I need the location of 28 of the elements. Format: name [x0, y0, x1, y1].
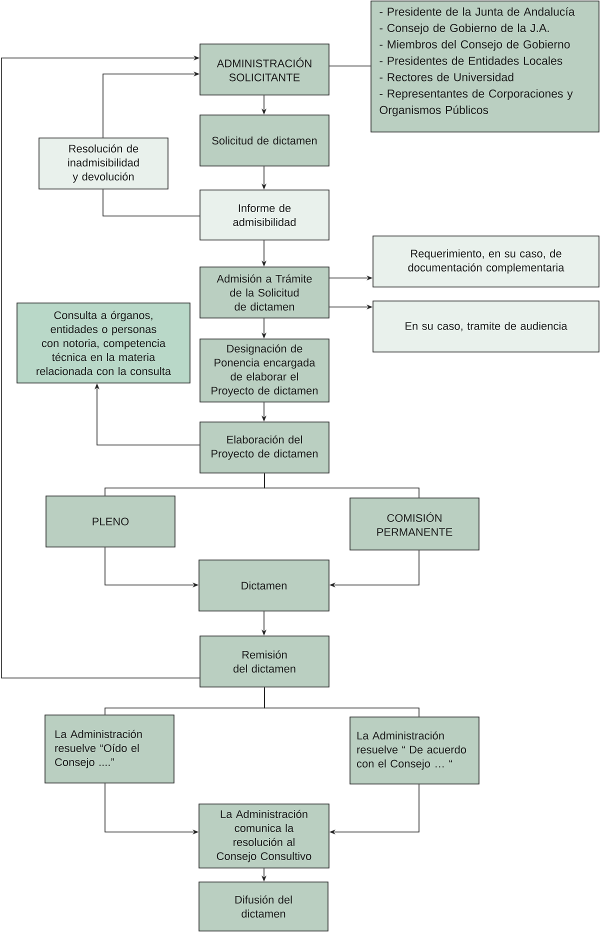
process-box: Requerimiento, en su caso, de documentación complementaria	[372, 236, 600, 288]
process-box: La Administración resuelve “ De acuerdo con el Consejo … “	[350, 716, 480, 784]
list-item: - Consejo de Gobierno de la J.A.	[380, 24, 549, 34]
process-box: Admisión a Trámite de la Solicitud de dictamen	[200, 266, 330, 318]
arrow	[1, 55, 200, 678]
list-item: - Presidente de la Junta de Andalucía	[380, 7, 575, 16]
process-box: Remisión del dictamen	[200, 636, 330, 688]
process-box: En su caso, tramite de audiencia	[372, 300, 600, 352]
list-item: - Rectores de Universidad	[380, 72, 514, 82]
connector-line	[264, 473, 420, 498]
process-box: Solicitud de dictamen	[200, 114, 330, 166]
process-box: PLENO	[46, 496, 176, 548]
process-box: Elaboración del Proyecto de dictamen	[200, 422, 330, 474]
list-item: - Presidentes de Entidades Locales	[380, 56, 562, 65]
process-box: La Administración comunica la resolución al Consejo Consultivo	[198, 804, 330, 868]
process-box: La Administración resuelve “Oído el Consejo ....”	[44, 714, 174, 784]
list-item: - Representantes de Corporaciones y Organismos Públicos	[380, 89, 573, 116]
process-box: Consulta a órganos, entidades o personas con notoria, competencia técnica en la materia relacionada con la consulta	[16, 302, 190, 384]
process-box: Designación de Ponencia encargada de elaborar el Proyecto de dictamen	[200, 338, 330, 402]
process-box: Resolución de inadmisibilidad y devolución	[38, 138, 168, 190]
process-box: Informe de admisibilidad	[200, 190, 330, 240]
process-box: Dictamen	[198, 560, 330, 612]
process-box: Difusión del dictamen	[198, 882, 328, 932]
list-item: - Miembros del Consejo de Gobierno	[380, 40, 570, 51]
process-box: COMISIÓN PERMANENTE	[350, 498, 480, 550]
connector-line	[264, 687, 420, 717]
process-box: ADMINISTRACIÓN SOLICITANTE	[200, 44, 330, 96]
connector-line	[102, 189, 200, 216]
